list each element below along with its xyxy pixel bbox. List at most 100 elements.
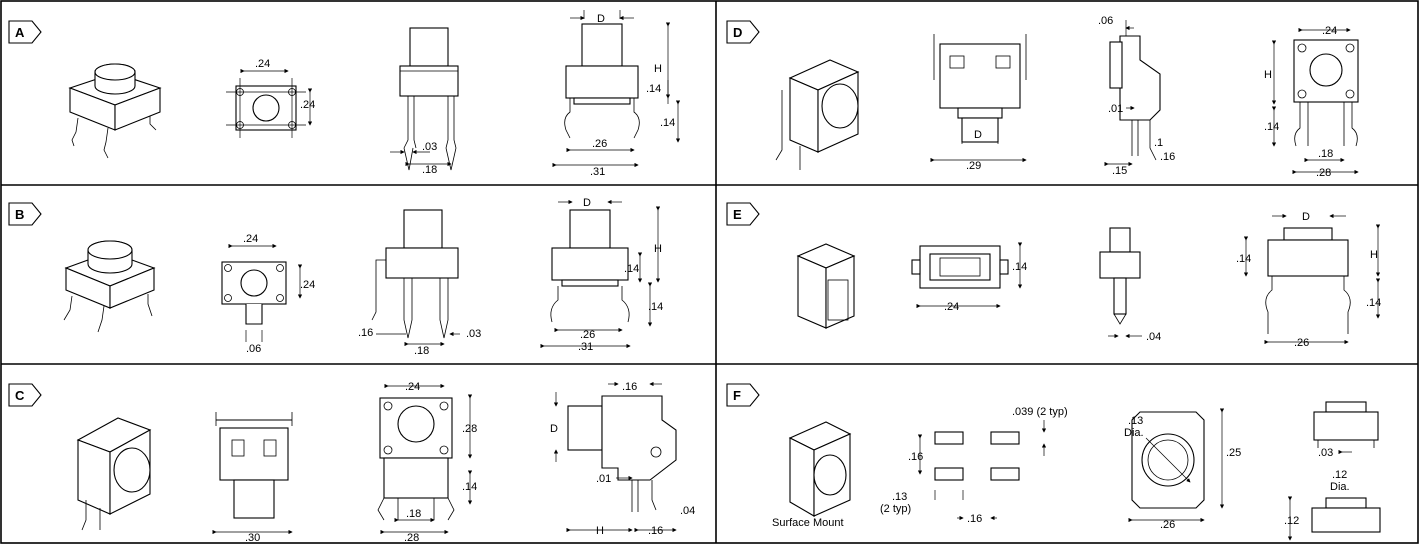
dim-f-plunger-dia: .13 — [1128, 415, 1143, 427]
panel-a-label: A — [15, 25, 25, 40]
panel-b-isometric-view — [63, 240, 156, 333]
panel-b-side-view: D H .14 .14 .26 .31 — [540, 197, 663, 353]
panel-d-side-view: .06 .01 .1 .16 .15 — [1098, 15, 1175, 177]
panel-b-label-tag: B — [8, 202, 42, 226]
panel-b-front-view: .16 .18 .03 — [358, 209, 481, 357]
dim-c-footprint-height: .28 — [462, 423, 477, 435]
dim-d-footprint-width: .24 — [1322, 25, 1337, 37]
dim-a-height-h: H — [654, 63, 662, 75]
dim-b-body-height: .14 — [624, 263, 639, 275]
panel-f: F Surface Mount .16 .039 (2 typ) .13 (2 … — [726, 383, 1381, 541]
panel-d-isometric-view — [775, 59, 860, 170]
dim-a-footprint-height: .24 — [300, 99, 315, 111]
dim-b-pin-width: .03 — [466, 328, 481, 340]
panel-a-isometric-view — [68, 63, 162, 159]
pad-top-left — [934, 431, 964, 445]
dim-d-side-depth: .15 — [1112, 165, 1127, 177]
dim-c-pin-span: .16 — [648, 525, 663, 537]
panel-a-footprint-view: .24 .24 — [226, 58, 315, 138]
panel-e-top-view: .14 .24 — [911, 242, 1027, 313]
panel-f-caption: Surface Mount — [772, 517, 844, 529]
panel-f-isometric-view: Surface Mount — [772, 421, 852, 529]
dim-f-plunger-dia-side: .12 — [1332, 469, 1347, 481]
panel-e-label-tag: E — [726, 202, 760, 226]
dim-c-pin-length: .14 — [462, 481, 477, 493]
dim-d-overall-span: .28 — [1316, 167, 1331, 179]
dim-a-pin-width: .03 — [422, 141, 437, 153]
dim-c-plunger-d: D — [550, 423, 558, 435]
panel-f-label-tag: F — [726, 383, 760, 407]
dim-f-pad-length: .13 — [892, 491, 907, 503]
dim-d-pin-width: .01 — [1108, 103, 1123, 115]
dim-f-body-width: .26 — [1160, 519, 1175, 531]
dim-f-pad-pitch: .16 — [908, 451, 923, 463]
panel-c-front-view: .30 — [212, 412, 293, 544]
dim-a-body-height: .14 — [646, 83, 661, 95]
panel-c: C .30 — [8, 381, 695, 544]
dim-d-pin-spacing: .18 — [1318, 148, 1333, 160]
dim-d-pin-offset: .16 — [1160, 151, 1175, 163]
panel-c-label: C — [15, 388, 25, 403]
dim-a-plunger-d: D — [597, 13, 605, 25]
dim-b-tab-width: .06 — [246, 343, 261, 355]
panel-e-isometric-view — [796, 243, 856, 329]
dim-b-footprint-width: .24 — [243, 233, 258, 245]
dim-f-side-height: .12 — [1284, 515, 1299, 527]
dim-d-height-h: H — [1264, 69, 1272, 81]
dim-f-plunger-dia-label: Dia. — [1124, 427, 1144, 439]
dim-a-footprint-width: .24 — [255, 58, 270, 70]
panel-c-isometric-view — [76, 417, 152, 531]
dim-f-pad-height: .039 (2 typ) — [1012, 406, 1068, 418]
pad-top-right — [990, 431, 1020, 445]
panel-b-label: B — [15, 207, 24, 222]
dim-c-pin-spacing: .18 — [406, 508, 421, 520]
dim-a-pin-span: .26 — [592, 138, 607, 150]
dim-f-body-height: .25 — [1226, 447, 1241, 459]
dim-d-plunger-d: D — [974, 129, 982, 141]
panel-b-footprint-view: .24 .24 .06 — [221, 233, 315, 355]
dim-a-pin-spacing: .18 — [422, 164, 437, 176]
dim-d-plunger-travel: .06 — [1098, 15, 1113, 27]
panel-e-label: E — [733, 207, 742, 222]
dim-f-pad-gap: .16 — [967, 513, 982, 525]
dim-a-pin-length: .14 — [660, 117, 675, 129]
dim-b-pin-span: .26 — [580, 329, 595, 341]
pad-bottom-right — [990, 467, 1020, 481]
dim-b-height-h: H — [654, 243, 662, 255]
panel-a-side-view: D H .14 .14 .26 .31 — [552, 10, 681, 178]
panel-d-label-tag: D — [726, 20, 760, 44]
panel-f-top-view: .13 Dia. .25 .26 — [1124, 408, 1241, 531]
dim-f-terminal-width: .03 — [1318, 447, 1333, 459]
panel-e: E .14 .24 .04 — [726, 202, 1381, 349]
dim-e-height-h: H — [1370, 249, 1378, 261]
panel-b: B .24 .24 .06 — [8, 197, 663, 357]
panel-f-side-views: .03 .12 Dia. .12 — [1284, 401, 1381, 541]
dim-c-footprint-width: .24 — [405, 381, 420, 393]
dim-c-overall-width: .28 — [404, 532, 419, 544]
dim-b-leg-offset: .16 — [358, 327, 373, 339]
dim-e-pin-span: .26 — [1294, 337, 1309, 349]
dim-b-footprint-height: .24 — [300, 279, 315, 291]
dim-b-pin-length: .14 — [648, 301, 663, 313]
dim-a-overall-span: .31 — [590, 166, 605, 178]
panel-d-front-view: D .29 — [930, 34, 1027, 172]
dim-d-pin-length: .14 — [1264, 121, 1279, 133]
panel-d: D D .29 .06 — [726, 15, 1359, 179]
panel-c-label-tag: C — [8, 383, 42, 407]
panel-c-footprint-view: .24 .28 .14 .18 .28 — [377, 381, 477, 544]
dim-e-body-height-side: .14 — [1236, 253, 1251, 265]
dim-c-height-h: H — [596, 525, 604, 537]
panel-a-front-view: .03 .18 — [390, 27, 459, 176]
dim-d-body-width: .29 — [966, 160, 981, 172]
dim-e-plunger-d: D — [1302, 211, 1310, 223]
panel-a-label-tag: A — [8, 20, 42, 44]
panel-e-side-view: D .14 H .14 .26 — [1236, 211, 1381, 349]
panel-d-label: D — [733, 25, 742, 40]
dim-c-body-depth: .16 — [622, 381, 637, 393]
dim-c-pin-offset: .04 — [680, 505, 695, 517]
panel-a: A .24 .24 — [8, 10, 681, 178]
dim-e-body-width: .24 — [944, 301, 959, 313]
pad-bottom-left — [934, 467, 964, 481]
dim-b-pin-spacing: .18 — [414, 345, 429, 357]
